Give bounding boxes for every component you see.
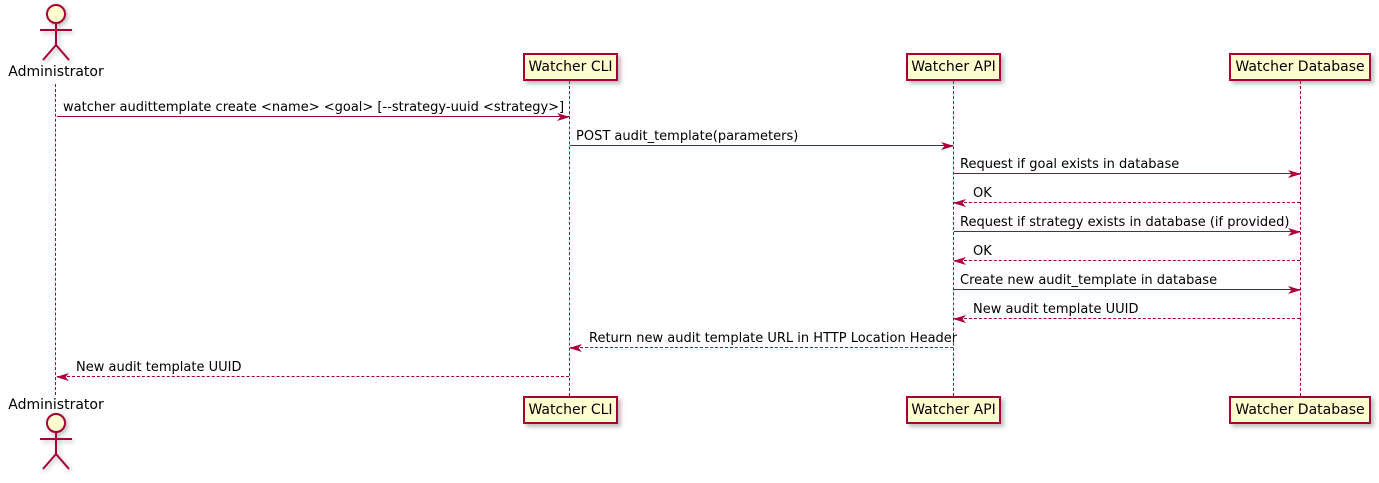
message-label: Create new audit_template in database <box>960 273 1218 288</box>
message-label: watcher audittemplate create <name> <goa… <box>63 100 565 115</box>
participant-label: Watcher CLI <box>528 402 613 418</box>
participant-watcher-database-top: Watcher Database <box>1229 53 1371 81</box>
participant-watcher-cli-top: Watcher CLI <box>523 53 618 81</box>
arrowhead-right-icon <box>1288 170 1301 178</box>
message-label: Return new audit template URL in HTTP Lo… <box>589 331 958 346</box>
lifeline-administrator <box>55 84 56 395</box>
lifeline-watcher-api <box>953 81 954 396</box>
message-ok-strategy: OK <box>953 244 1300 265</box>
arrowhead-left-icon <box>569 344 582 352</box>
message-arrow <box>953 257 1300 265</box>
message-label: POST audit_template(parameters) <box>576 129 799 144</box>
message-new-uuid-to-admin: New audit template UUID <box>56 360 569 381</box>
arrowhead-right-icon <box>1288 286 1301 294</box>
arrowhead-left-icon <box>56 373 69 381</box>
participant-label: Watcher CLI <box>528 59 613 75</box>
participant-label: Watcher Database <box>1235 59 1365 75</box>
message-arrow <box>953 315 1300 323</box>
message-label: OK <box>973 244 992 259</box>
arrowhead-left-icon <box>953 257 966 265</box>
participant-label: Watcher API <box>911 59 996 75</box>
message-arrow <box>57 113 570 121</box>
arrowhead-left-icon <box>953 199 966 207</box>
message-arrow <box>954 228 1301 236</box>
arrowhead-left-icon <box>953 315 966 323</box>
message-arrow <box>570 142 954 150</box>
message-label: Request if goal exists in database <box>960 157 1180 172</box>
message-create-audit-template-db: Create new audit_template in database <box>954 273 1301 294</box>
message-arrow <box>56 373 569 381</box>
message-ok-goal: OK <box>953 186 1300 207</box>
message-arrow <box>953 199 1300 207</box>
message-arrow <box>569 344 953 352</box>
message-request-goal-exists: Request if goal exists in database <box>954 157 1301 178</box>
message-arrow <box>954 170 1301 178</box>
participant-watcher-api-bottom: Watcher API <box>906 396 1001 424</box>
actor-figure-icon <box>40 413 72 470</box>
participant-watcher-database-bottom: Watcher Database <box>1229 396 1371 424</box>
participant-watcher-cli-bottom: Watcher CLI <box>523 396 618 424</box>
message-post-audit-template: POST audit_template(parameters) <box>570 129 954 150</box>
participant-watcher-api-top: Watcher API <box>906 53 1001 81</box>
lifeline-watcher-database <box>1300 81 1301 396</box>
participant-label: Watcher API <box>911 402 996 418</box>
message-label: Request if strategy exists in database (… <box>960 215 1290 230</box>
message-label: OK <box>973 186 992 201</box>
arrowhead-right-icon <box>941 142 954 150</box>
message-arrow <box>954 286 1301 294</box>
actor-label-top: Administrator <box>8 64 104 80</box>
actor-label-bottom: Administrator <box>8 397 104 413</box>
message-return-url-location-header: Return new audit template URL in HTTP Lo… <box>569 331 958 352</box>
participant-label: Watcher Database <box>1235 402 1365 418</box>
message-new-uuid-to-api: New audit template UUID <box>953 302 1300 323</box>
arrowhead-right-icon <box>557 113 570 121</box>
message-create-audittemplate: watcher audittemplate create <name> <goa… <box>57 100 570 121</box>
lifeline-watcher-cli <box>569 81 570 396</box>
message-request-strategy-exists: Request if strategy exists in database (… <box>954 215 1301 236</box>
message-label: New audit template UUID <box>973 302 1139 317</box>
arrowhead-right-icon <box>1288 228 1301 236</box>
message-label: New audit template UUID <box>76 360 242 375</box>
actor-figure-icon <box>40 4 72 61</box>
